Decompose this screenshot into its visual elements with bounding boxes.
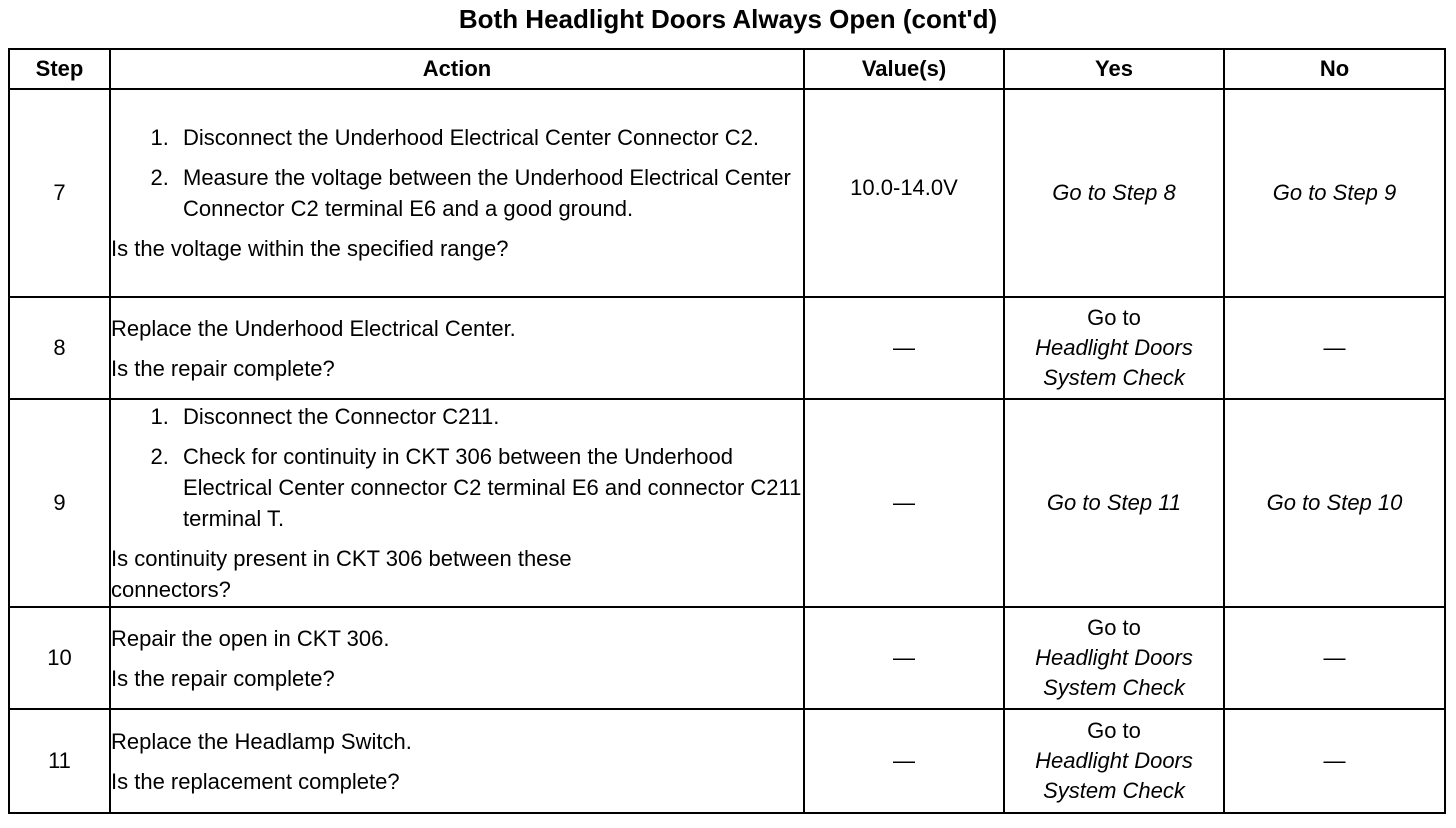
action-item: Disconnect the Connector C211. (175, 401, 803, 432)
yes-link[interactable]: Headlight Doors System Check (1035, 335, 1193, 390)
action-item: Check for continuity in CKT 306 between … (175, 441, 803, 534)
value-text: 10.0-14.0V (850, 175, 958, 200)
no-cell: — (1223, 606, 1446, 710)
value-cell: 10.0-14.0V (803, 88, 1005, 298)
action-lead: Replace the Underhood Electrical Center. (111, 315, 516, 341)
value-cell: — (803, 606, 1005, 710)
header-no: No (1223, 48, 1446, 90)
value-text: — (893, 490, 915, 515)
action-cell: Replace the Underhood Electrical Center.… (109, 296, 805, 400)
value-text: — (893, 335, 915, 360)
yes-link[interactable]: Go to Step 8 (1003, 88, 1225, 298)
yes-prefix: Go to (1087, 615, 1141, 640)
value-cell: — (803, 296, 1005, 400)
header-row: Step Action Value(s) Yes No (8, 48, 1446, 90)
yes-prefix: Go to (1087, 718, 1141, 743)
yes-link[interactable]: Go to Step 11 (1003, 398, 1225, 608)
action-item: Measure the voltage between the Underhoo… (175, 162, 803, 224)
table-row: 10 Repair the open in CKT 306. Is the re… (8, 606, 1446, 710)
action-item: Disconnect the Underhood Electrical Cent… (175, 122, 803, 153)
yes-cell: Go to Headlight Doors System Check (1003, 708, 1225, 814)
header-action: Action (109, 48, 805, 90)
header-step: Step (8, 48, 111, 90)
yes-link[interactable]: Headlight Doors System Check (1035, 748, 1193, 803)
table-row: 11 Replace the Headlamp Switch. Is the r… (8, 708, 1446, 814)
action-question: Is the repair complete? (111, 665, 335, 691)
no-text: — (1323, 645, 1346, 670)
yes-link[interactable]: Headlight Doors System Check (1035, 645, 1193, 700)
step-number: 8 (8, 296, 111, 400)
no-link[interactable]: Go to Step 9 (1223, 88, 1446, 298)
step-number: 11 (8, 708, 111, 814)
yes-cell: Go to Headlight Doors System Check (1003, 606, 1225, 710)
header-values: Value(s) (803, 48, 1005, 90)
no-link[interactable]: Go to Step 10 (1223, 398, 1446, 608)
no-cell: — (1223, 296, 1446, 400)
yes-prefix: Go to (1087, 305, 1141, 330)
action-question: Is the replacement complete? (111, 768, 400, 794)
step-number: 10 (8, 606, 111, 710)
header-yes: Yes (1003, 48, 1225, 90)
value-cell: — (803, 398, 1005, 608)
table-row: 9 Disconnect the Connector C211. Check f… (8, 398, 1446, 608)
no-cell: — (1223, 708, 1446, 814)
yes-cell: Go to Headlight Doors System Check (1003, 296, 1225, 400)
step-number: 7 (8, 88, 111, 298)
action-question: Is the repair complete? (111, 355, 335, 381)
no-text: — (1323, 748, 1346, 773)
action-cell: Repair the open in CKT 306. Is the repai… (109, 606, 805, 710)
page-title: Both Headlight Doors Always Open (cont'd… (458, 4, 998, 34)
value-text: — (893, 748, 915, 773)
action-question: Is continuity present in CKT 306 between… (111, 546, 572, 602)
no-text: — (1323, 335, 1346, 360)
action-cell: Disconnect the Connector C211. Check for… (109, 398, 805, 608)
table-row: 7 Disconnect the Underhood Electrical Ce… (8, 88, 1446, 298)
action-lead: Replace the Headlamp Switch. (111, 728, 412, 754)
value-cell: — (803, 708, 1005, 814)
value-text: — (893, 645, 915, 670)
action-question: Is the voltage within the specified rang… (111, 236, 509, 261)
action-cell: Replace the Headlamp Switch. Is the repl… (109, 708, 805, 814)
diagnostic-table: Step Action Value(s) Yes No 7 Disconnect… (8, 48, 1446, 814)
action-list: Disconnect the Underhood Electrical Cent… (111, 122, 803, 224)
action-cell: Disconnect the Underhood Electrical Cent… (109, 88, 805, 298)
step-number: 9 (8, 398, 111, 608)
action-list: Disconnect the Connector C211. Check for… (111, 401, 803, 534)
table-row: 8 Replace the Underhood Electrical Cente… (8, 296, 1446, 400)
action-lead: Repair the open in CKT 306. (111, 625, 390, 651)
